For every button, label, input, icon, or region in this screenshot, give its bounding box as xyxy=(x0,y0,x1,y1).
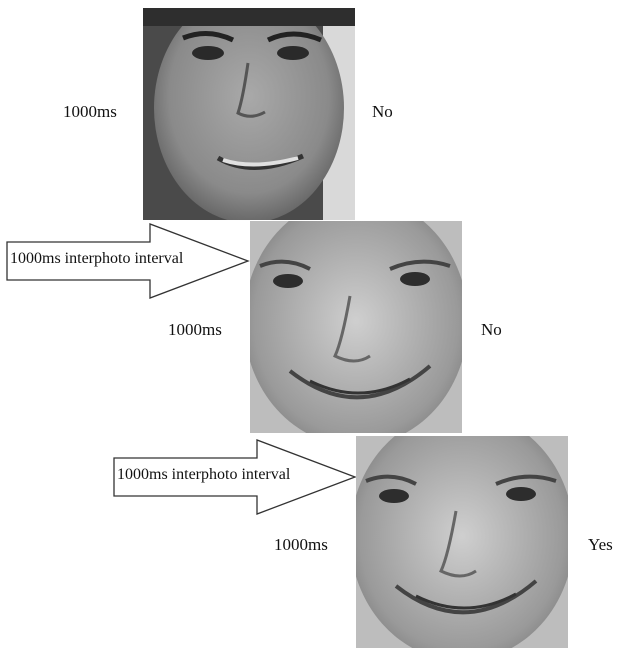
face-photo-young-male xyxy=(143,8,355,220)
response-label: No xyxy=(481,320,502,339)
display-duration-label: 1000ms xyxy=(274,535,328,554)
right-arrow-icon xyxy=(5,222,250,305)
face-photo-older-male xyxy=(356,436,568,648)
response-label: Yes xyxy=(588,535,613,554)
interval-label: 1000ms interphoto interval xyxy=(117,466,291,483)
interval-label: 1000ms interphoto interval xyxy=(10,250,184,267)
right-arrow-icon xyxy=(112,438,357,521)
display-duration-label: 1000ms xyxy=(168,320,222,339)
display-duration-label: 1000ms xyxy=(63,102,117,121)
response-label: No xyxy=(372,102,393,121)
face-photo-older-male xyxy=(250,221,462,433)
